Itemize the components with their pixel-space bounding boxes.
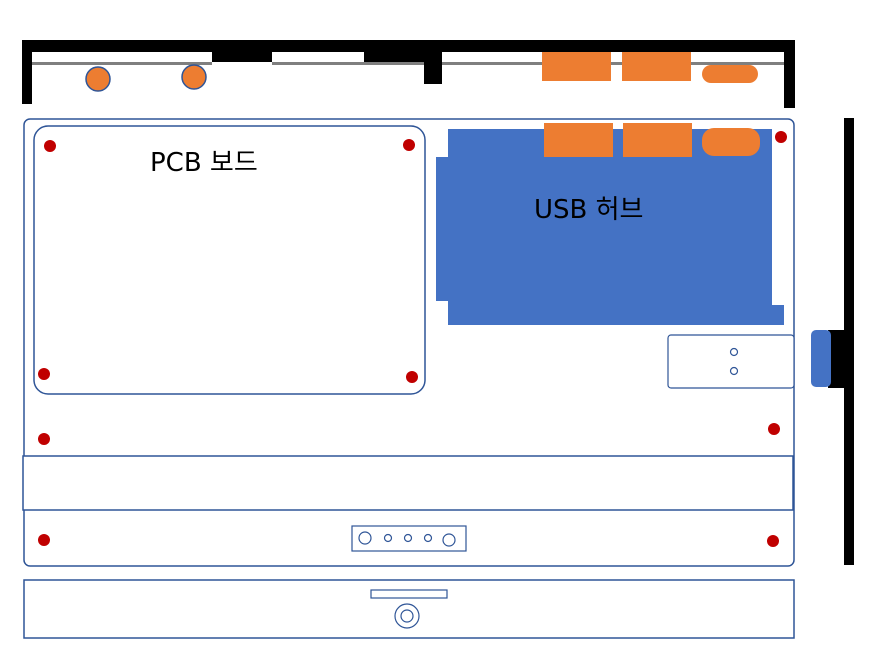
mount-hole: [767, 535, 779, 547]
lid-right-wall: [784, 40, 795, 108]
hub-usb-port: [623, 123, 692, 157]
lid-inner-line: [272, 62, 424, 65]
lid-tab: [92, 52, 212, 57]
lid-usb-port: [542, 52, 611, 81]
connector-hole: [729, 347, 739, 357]
lid-post: [424, 52, 442, 84]
usb-hub-label: USB 허브: [534, 195, 643, 225]
side-wall-notch: [828, 330, 844, 388]
lid-tab: [272, 52, 364, 57]
right-side-wall: [811, 118, 854, 565]
lid-bump: [212, 52, 272, 62]
mount-hole: [768, 423, 780, 435]
mount-hole: [38, 534, 50, 546]
panel-led: [383, 533, 393, 543]
mount-hole: [403, 139, 415, 151]
panel-led: [423, 533, 433, 543]
hub-usb-port: [544, 123, 613, 157]
hub-dc-port: [702, 128, 760, 156]
bottom-front-outline: [23, 579, 795, 639]
bottom-knob-inner: [400, 609, 414, 623]
side-port: [811, 330, 831, 387]
mount-hole: [38, 433, 50, 445]
lid-usb-port: [622, 52, 691, 81]
lid-dc-port: [702, 65, 758, 83]
mount-hole: [38, 368, 50, 380]
bottom-front-view: [23, 579, 795, 639]
bottom-slot: [370, 589, 448, 599]
lid-button: [181, 64, 207, 90]
mount-hole: [406, 371, 418, 383]
top-lid: [22, 40, 795, 108]
usb-hub: [436, 129, 784, 325]
side-wall-bar: [844, 118, 854, 565]
panel-button: [442, 533, 456, 547]
pcb-board-label: PCB 보드: [150, 148, 258, 178]
lid-left-wall: [22, 40, 32, 104]
lid-bump: [364, 52, 424, 62]
lid-top-bar: [22, 40, 795, 52]
connector-hole: [729, 366, 739, 376]
panel-button: [358, 531, 372, 545]
mount-hole: [44, 140, 56, 152]
mount-hole: [775, 131, 787, 143]
base-enclosure: PCB 보드 USB 허브: [22, 118, 795, 567]
button-panel: [351, 525, 467, 552]
connector-box: [667, 334, 795, 389]
bottom-knob-outer: [394, 603, 420, 629]
panel-led: [403, 533, 413, 543]
lid-button: [85, 66, 111, 92]
lid-inner-line: [32, 62, 212, 65]
front-panel-strip: [22, 455, 794, 511]
lid-inner-line: [442, 62, 784, 65]
pcb-board: [33, 125, 426, 395]
